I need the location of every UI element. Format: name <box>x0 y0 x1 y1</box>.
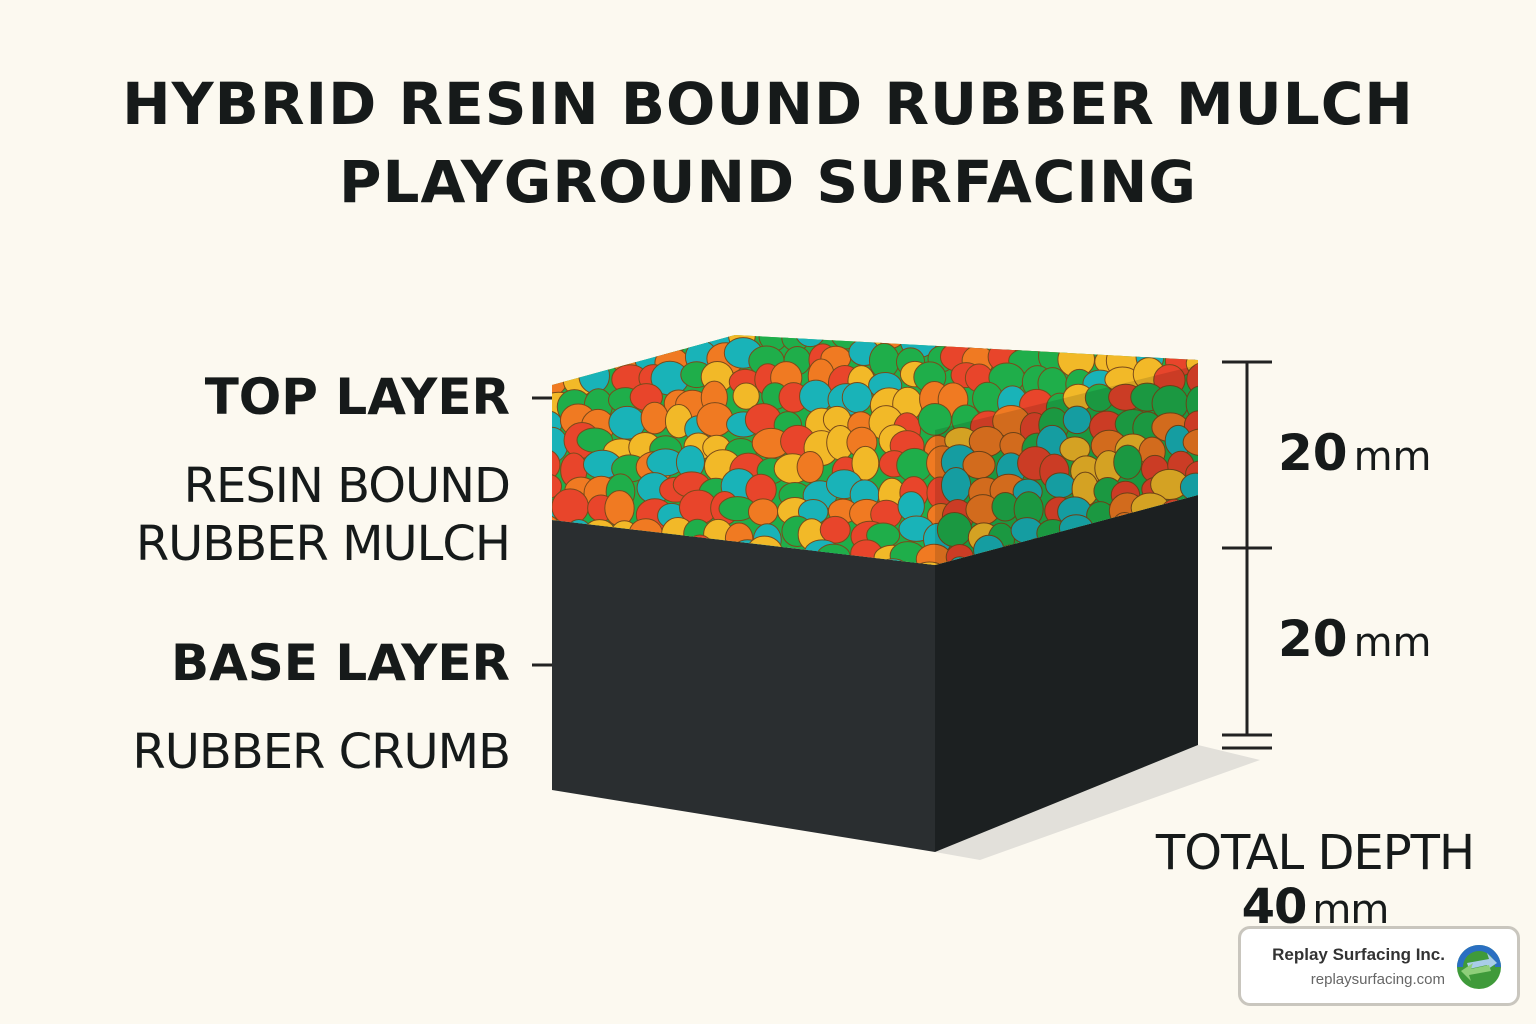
base-material-label: RUBBER CRUMB <box>132 724 511 780</box>
base-layer-label: BASE LAYER <box>170 634 510 692</box>
mulch-granule <box>557 335 595 347</box>
mulch-granule <box>552 449 561 481</box>
mulch-granule <box>1078 335 1116 355</box>
mulch-granule <box>1134 335 1166 351</box>
mulch-granule <box>552 335 567 351</box>
company-name: Replay Surfacing Inc. <box>1272 945 1445 964</box>
mulch-granule <box>996 335 1034 352</box>
mulch-granule <box>579 335 615 353</box>
mulch-granule <box>604 490 635 527</box>
mulch-granule <box>605 335 635 354</box>
mulch-granule <box>819 515 851 544</box>
mulch-granule <box>876 335 907 349</box>
mulch-granule <box>1178 335 1198 349</box>
top-material-line-2: RUBBER MULCH <box>135 516 511 572</box>
base-layer-side <box>935 495 1198 852</box>
top-material-line-1: RESIN BOUND <box>183 458 511 514</box>
mulch-granule <box>1182 428 1198 457</box>
mulch-granule <box>552 473 563 500</box>
mulch-granule <box>799 379 833 414</box>
base-layer-front <box>552 520 935 852</box>
mulch-granule <box>1154 335 1189 344</box>
mulch-granule <box>552 365 568 396</box>
mulch-granule <box>873 558 913 565</box>
mulch-granule <box>562 342 594 369</box>
mulch-granule <box>921 335 953 345</box>
mulch-granule <box>552 426 569 464</box>
mulch-granule <box>911 561 949 565</box>
mulch-granule <box>624 335 663 349</box>
mulch-granule <box>1113 444 1143 480</box>
mulch-granule <box>552 488 589 526</box>
mulch-granule <box>1112 335 1144 347</box>
title-line-1: HYBRID RESIN BOUND RUBBER MULCH <box>122 70 1414 138</box>
mulch-granule <box>1061 335 1091 353</box>
company-logo-badge[interactable]: Replay Surfacing Inc. replaysurfacing.co… <box>1238 926 1520 1006</box>
dimension-scale <box>1222 360 1272 750</box>
recycle-arrows-icon <box>1457 945 1501 989</box>
top-layer-label: TOP LAYER <box>204 368 510 426</box>
company-url[interactable]: replaysurfacing.com <box>1310 971 1445 988</box>
mulch-granule <box>640 401 669 435</box>
floor-shadow <box>935 745 1260 860</box>
mulch-granule <box>552 342 567 379</box>
mulch-granule <box>1033 335 1069 355</box>
total-depth-label: TOTAL DEPTH <box>1155 825 1475 881</box>
mulch-granule <box>796 451 824 484</box>
title-line-2: PLAYGROUND SURFACING <box>338 148 1198 216</box>
mulch-granule <box>578 357 610 394</box>
mulch-granule <box>946 556 974 565</box>
mulch-granule <box>960 335 995 350</box>
mulch-granule <box>841 382 873 414</box>
mulch-granule <box>579 338 609 368</box>
mulch-granule <box>1007 335 1046 354</box>
mulch-granule <box>794 335 827 348</box>
mulch-granule <box>732 382 760 410</box>
mulch-granule <box>747 498 779 526</box>
